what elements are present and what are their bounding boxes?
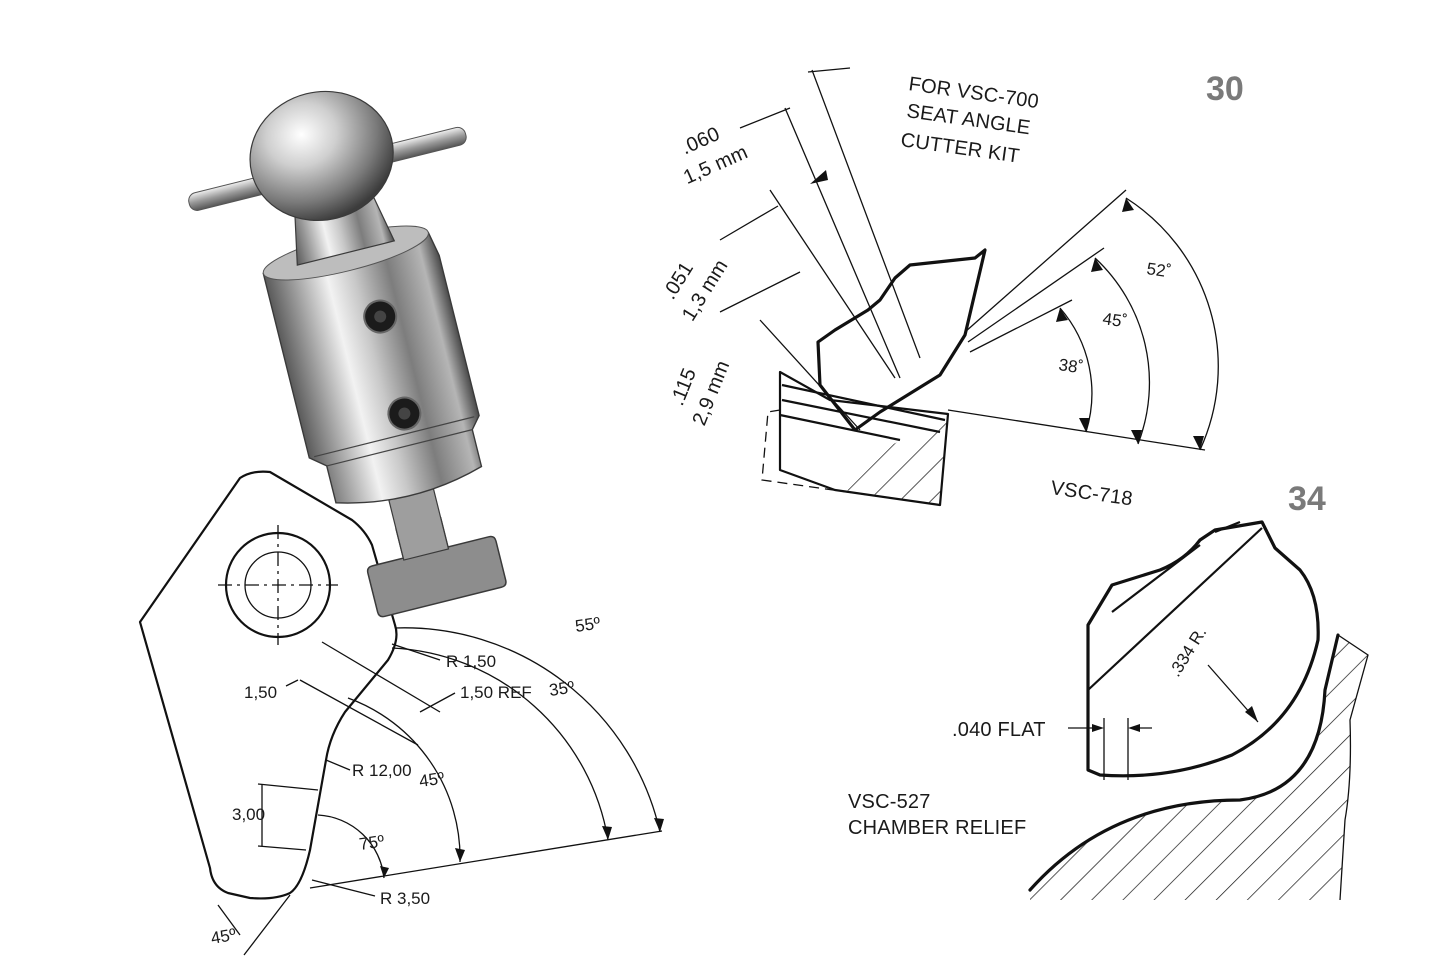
label-angle-45: 45˚: [1101, 309, 1128, 331]
figure-34-number: 34: [1288, 480, 1326, 518]
label-r1200: R 12,00: [352, 761, 412, 780]
cutter-holder-photo: [188, 90, 507, 618]
dim-ref-line-b: [299, 679, 419, 746]
label-angle-55: 55º: [574, 614, 602, 636]
cutter-template-drawing: R 1,50 1,50 REF 1,50 R 12,00 3,00 R 3,50…: [138, 470, 664, 956]
ball-head: [249, 90, 394, 222]
label-r350: R 3,50: [380, 889, 430, 908]
label-r150: R 1,50: [446, 652, 496, 671]
cutter-blade: [816, 248, 987, 432]
label-angle-38: 38˚: [1057, 355, 1084, 377]
label-angle-52: 52˚: [1145, 259, 1172, 281]
arc-55: [394, 627, 661, 833]
ref-line-060-a: [811, 69, 921, 359]
figure-34-chamber-relief: 34 .334 R. .040 FLAT VSC-527 CHAMBER REL…: [848, 480, 1369, 901]
label-part-vsc718: VSC-718: [1049, 477, 1134, 510]
label-corner-45: 45º: [209, 925, 237, 948]
label-dim300: 3,00: [232, 805, 265, 824]
arc-35: [391, 647, 609, 841]
arc-45: [347, 697, 461, 863]
corner45-leader-b: [243, 894, 291, 956]
label-115-mm: 2,9 mm: [689, 357, 735, 428]
label-flat: .040 FLAT: [952, 719, 1046, 741]
figure-30-number: 30: [1206, 70, 1244, 108]
label-chamber-relief: CHAMBER RELIEF: [848, 817, 1026, 839]
label-angle-35: 35º: [548, 678, 576, 700]
angle-baseline: [309, 830, 663, 889]
relief-cutter: [1086, 520, 1320, 778]
corner45-leader-a: [217, 904, 241, 936]
arc-45: [1094, 257, 1151, 445]
ref-line-051: [769, 189, 896, 379]
arc-52: [1125, 197, 1219, 451]
figure-30-seat-angle: 30 FOR VSC-700 SEAT ANGLE CUTTER KIT: [658, 67, 1244, 510]
dim300-ext-top: [257, 783, 319, 791]
label-ref150: 1,50 REF: [460, 683, 532, 702]
arc-38: [1059, 307, 1093, 433]
holder-body: [262, 231, 483, 504]
arc-75: [317, 814, 385, 879]
label-vsc527: VSC-527: [848, 791, 931, 813]
template-outline: [138, 470, 398, 900]
ref-line-115: [759, 319, 861, 431]
dim-ref-line-a: [321, 641, 441, 713]
label-dim150: 1,50: [244, 683, 277, 702]
ref-line-060-b: [784, 107, 901, 379]
label-radius: .334 R.: [1165, 624, 1210, 681]
t-neck: [388, 488, 450, 561]
ref150-leader: [419, 692, 456, 713]
workpiece-profile: [1028, 633, 1340, 892]
label-angle-45: 45º: [418, 769, 446, 791]
label-angle-75: 75º: [358, 832, 386, 854]
r1200-leader: [325, 759, 351, 771]
workpiece-hatch: [1030, 635, 1368, 900]
r350-leader: [311, 879, 376, 897]
dim300-ext-bottom: [257, 845, 307, 851]
dim150-leader: [285, 679, 299, 687]
r150-leader: [391, 643, 441, 661]
